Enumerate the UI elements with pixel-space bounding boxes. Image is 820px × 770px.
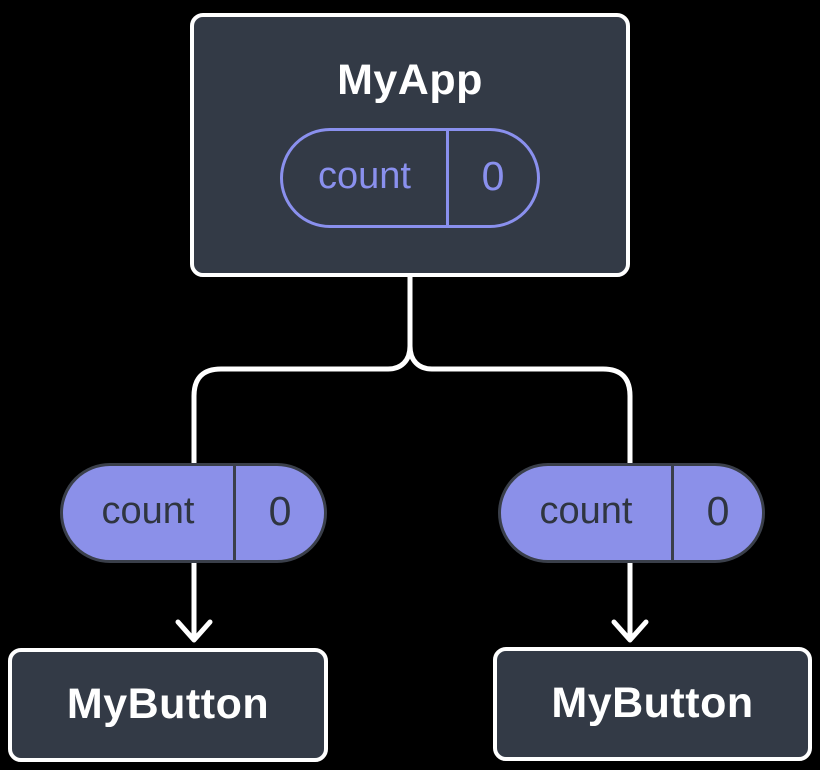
branch-line-right	[407, 277, 633, 464]
state-pill-value: 0	[481, 152, 505, 199]
state-pill: count 0	[280, 128, 540, 229]
prop-pill-right-divider	[671, 466, 674, 560]
state-pill-name: count	[318, 154, 411, 197]
prop-pill-right-value: 0	[706, 487, 730, 534]
prop-pill-left-divider	[233, 466, 236, 560]
prop-pill-right-name: count	[539, 489, 633, 532]
prop-pill-left-name: count	[101, 489, 195, 532]
root-component-node: MyApp count 0	[190, 13, 630, 277]
prop-pill-left: count 0	[60, 463, 327, 563]
arrow-head-left-icon	[175, 619, 213, 643]
child-component-right-label: MyButton	[551, 679, 754, 728]
branch-line-left	[191, 277, 413, 464]
arrow-head-right-icon	[611, 619, 649, 643]
prop-pill-left-value: 0	[268, 487, 292, 534]
child-component-node-left: MyButton	[8, 648, 328, 762]
child-component-left-label: MyButton	[66, 680, 270, 729]
state-pill-divider	[446, 131, 449, 226]
prop-pill-right: count 0	[498, 463, 765, 563]
child-component-node-right: MyButton	[493, 647, 812, 761]
root-component-label: MyApp	[337, 56, 483, 104]
